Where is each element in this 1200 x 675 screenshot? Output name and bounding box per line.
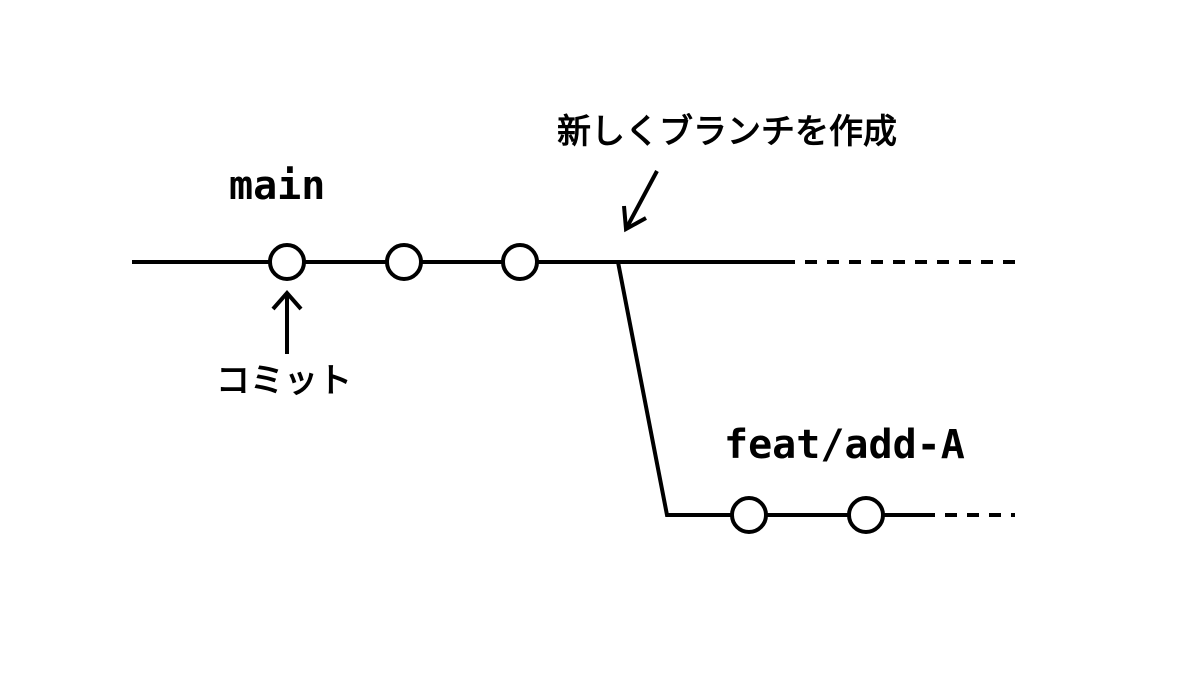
commit-label: コミット [216,361,352,401]
feature-commit-2 [847,496,885,534]
arrow-up-icon [271,289,303,354]
main-branch [132,243,1015,281]
feature-branch-label: feat/add-A [724,422,965,468]
branch-created-annotation: 新しくブランチを作成 [557,112,897,233]
arrow-down-left-icon [622,170,659,233]
main-commit-2 [385,243,423,281]
branch-created-label: 新しくブランチを作成 [557,112,897,152]
main-commit-3 [501,243,539,281]
commit-annotation: コミット [216,289,352,401]
main-commit-1 [268,243,306,281]
branch-connector [616,261,740,517]
feature-branch [667,496,1015,534]
main-branch-label: main [229,163,325,209]
feature-commit-1 [730,496,768,534]
